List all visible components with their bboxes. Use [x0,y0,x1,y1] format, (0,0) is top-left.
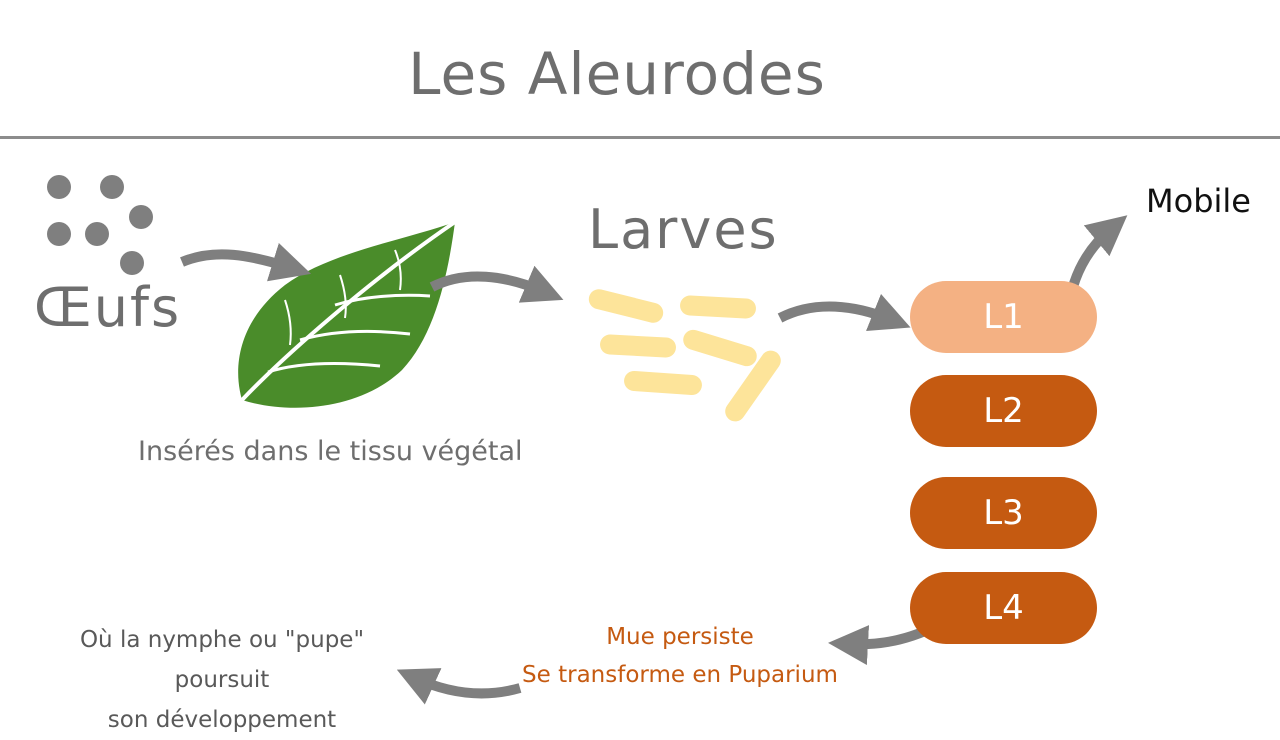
egg-dot [129,205,153,229]
page-title: Les Aleurodes [408,40,826,108]
egg-dot [47,175,71,199]
stage-l2: L2 [910,375,1097,447]
stage-l4: L4 [910,572,1097,644]
larva-shape [679,295,757,319]
egg-dot [47,222,71,246]
leaf-icon [238,220,457,408]
oeufs-label: Œufs [34,276,182,339]
nymphe-line-2: son développement [107,707,337,733]
nymphe-line-1: Où la nymphe ou "pupe" poursuit [79,627,365,693]
egg-dot [120,251,144,275]
arrow-mue-to-nymphe [396,668,522,705]
stage-l3: L3 [910,477,1097,549]
larva-shape [599,334,677,358]
arrow-leaf-to-larves [429,265,564,303]
stage-l1: L1 [910,281,1097,353]
arrow-eggs-to-leaf [180,242,312,282]
arrow-larves-to-l1 [777,293,911,332]
mue-text: Mue persiste Se transforme en Puparium [520,618,840,694]
egg-dot [85,222,109,246]
mobile-note: Mobile [1146,182,1251,220]
mue-line-2: Se transforme en Puparium [522,662,838,688]
mue-line-1: Mue persiste [606,624,754,650]
nymphe-text: Où la nymphe ou "pupe" poursuit son déve… [40,620,404,740]
title-divider [0,136,1280,139]
larves-label: Larves [588,198,779,261]
eggs-note: Insérés dans le tissu végétal [138,436,523,467]
egg-dot [100,175,124,199]
diagram-graphics [180,215,1128,705]
